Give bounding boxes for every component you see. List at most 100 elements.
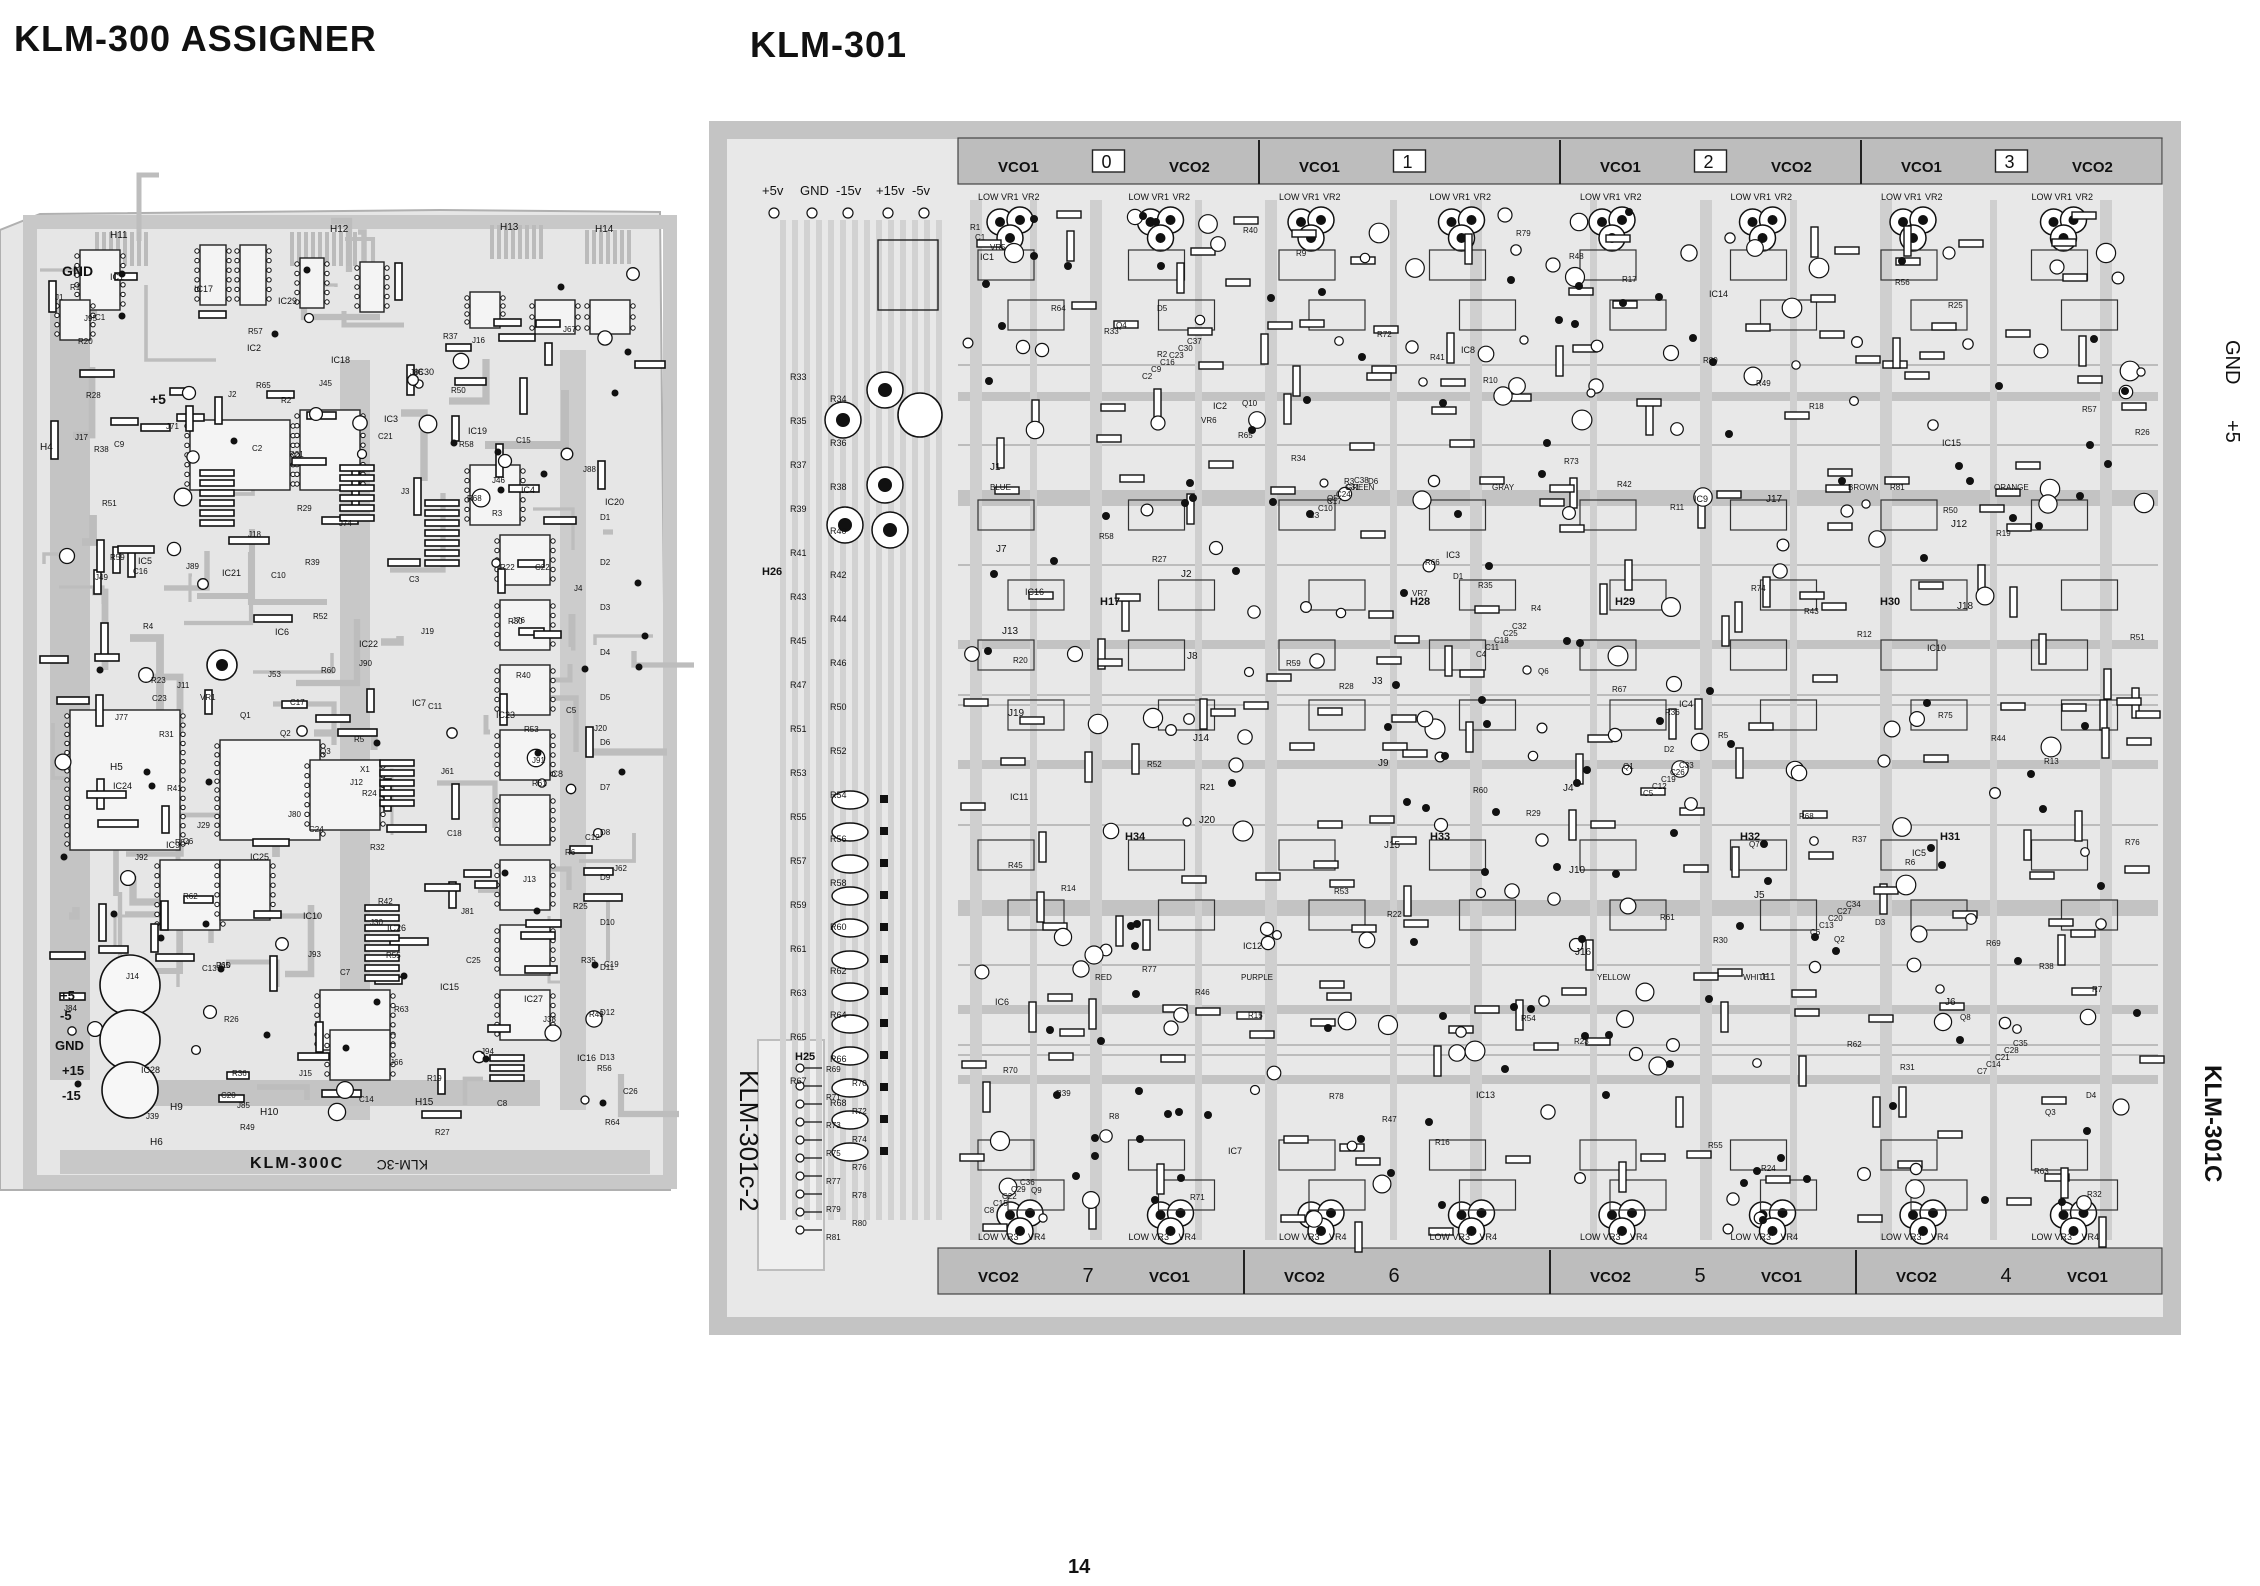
ic-label: IC18 [331,355,350,365]
resistor [1855,355,1881,364]
capacitor [1140,503,1154,517]
resistor [1283,393,1292,425]
ic-pin [154,863,160,869]
capacitor [1271,929,1282,940]
ic-outline [589,299,631,335]
resistor [1872,1096,1881,1128]
capacitor [2133,492,2155,514]
h25-resistor-label: R79 [826,1205,841,1214]
resistor [1884,476,1910,485]
resistor [961,1060,987,1069]
jumper-label: J66 [390,1058,403,1067]
ic-pin [324,1071,330,1077]
trimmer-label: LOW VR1 [1279,192,1320,202]
capacitor [1671,760,1689,778]
solder-pad [1425,1118,1433,1126]
capacitor [1538,995,1550,1007]
trimmer-label: VR2 [1022,192,1040,202]
solder-pad [1357,1135,1365,1143]
capacitor [1368,222,1390,244]
solder-pad [985,377,993,385]
resistor [1369,815,1395,824]
trimmer-label: LOW VR3 [978,1232,1019,1242]
solder-pad [263,1031,271,1039]
ic-outline [1157,1179,1216,1211]
trimmer-label: VR4 [1931,1232,1949,1242]
ic-pin [360,442,366,448]
capacitor [1508,377,1526,395]
header-pin [511,225,515,259]
ic-pin [294,299,300,305]
ic-outline [1759,899,1818,931]
pcb-trace [533,507,575,550]
ic-pin [214,863,220,869]
capacitor-label: C4 [1476,650,1487,659]
ic-pin [214,831,220,837]
ic-pin [214,901,220,908]
jumper-label: J11 [177,681,190,690]
capacitor [356,448,368,460]
capacitor-label: C11 [1485,643,1500,652]
pad-column [880,955,888,963]
control-resistor-label: R37 [790,460,807,470]
power-header-pad [768,207,780,219]
ic-label: IC8 [1461,345,1475,355]
resistor [1798,1055,1807,1087]
capacitor [1053,927,1073,947]
ic-pin [390,1042,396,1049]
ic-pin [494,798,500,804]
capacitor [197,578,209,590]
solder-pad [1152,218,1160,226]
solder-pad [1454,510,1462,518]
resistor [226,1071,250,1080]
resistor [1827,468,1853,477]
resistor [1810,226,1819,258]
resistor [1036,891,1045,923]
capacitor-column [831,790,869,810]
resistor [1038,831,1047,863]
capacitor [1998,1016,2012,1030]
resistor-array [199,479,235,487]
ic-pin [294,432,300,439]
side-power-plus5: +5 [2221,420,2243,443]
ic-pin [550,641,556,647]
capacitor [1660,596,1681,617]
resistor [185,405,194,432]
header-pin [311,232,315,266]
resistor [2077,375,2103,384]
resistor [1360,530,1386,539]
resistor [366,688,375,713]
ic-pin [184,471,190,478]
resistor [218,1094,245,1103]
mirror-board-label: KLM-3C [377,1157,428,1173]
capacitor-label: C21 [1995,1053,2010,1062]
pad-column [880,891,888,899]
control-resistor-label: R60 [830,922,847,932]
capacitor-label: C9 [114,440,125,449]
control-trace [828,220,834,1220]
capacitor [1335,607,1347,619]
capacitor [1198,214,1218,234]
solder-pad [202,920,210,928]
capacitor [1433,817,1449,833]
header-pin [137,232,141,266]
vertical-trace [1790,200,1797,1240]
resistor [508,484,540,493]
resistor [252,838,290,847]
component-label: Q2 [1834,935,1845,944]
ic-pin [360,432,366,439]
resistor-label: R2 [1157,350,1168,359]
pcb-trace [485,390,569,449]
capacitor-label: C15 [516,436,531,445]
resistor [1868,1014,1894,1023]
solder-pad [1578,935,1586,943]
diode-label: D4 [600,648,611,657]
capacitor-label: C12 [585,833,600,842]
resistor [487,1024,511,1033]
resistor [525,919,562,928]
capacitor [1772,563,1788,579]
ic-outline [534,299,576,335]
pad-column [880,859,888,867]
